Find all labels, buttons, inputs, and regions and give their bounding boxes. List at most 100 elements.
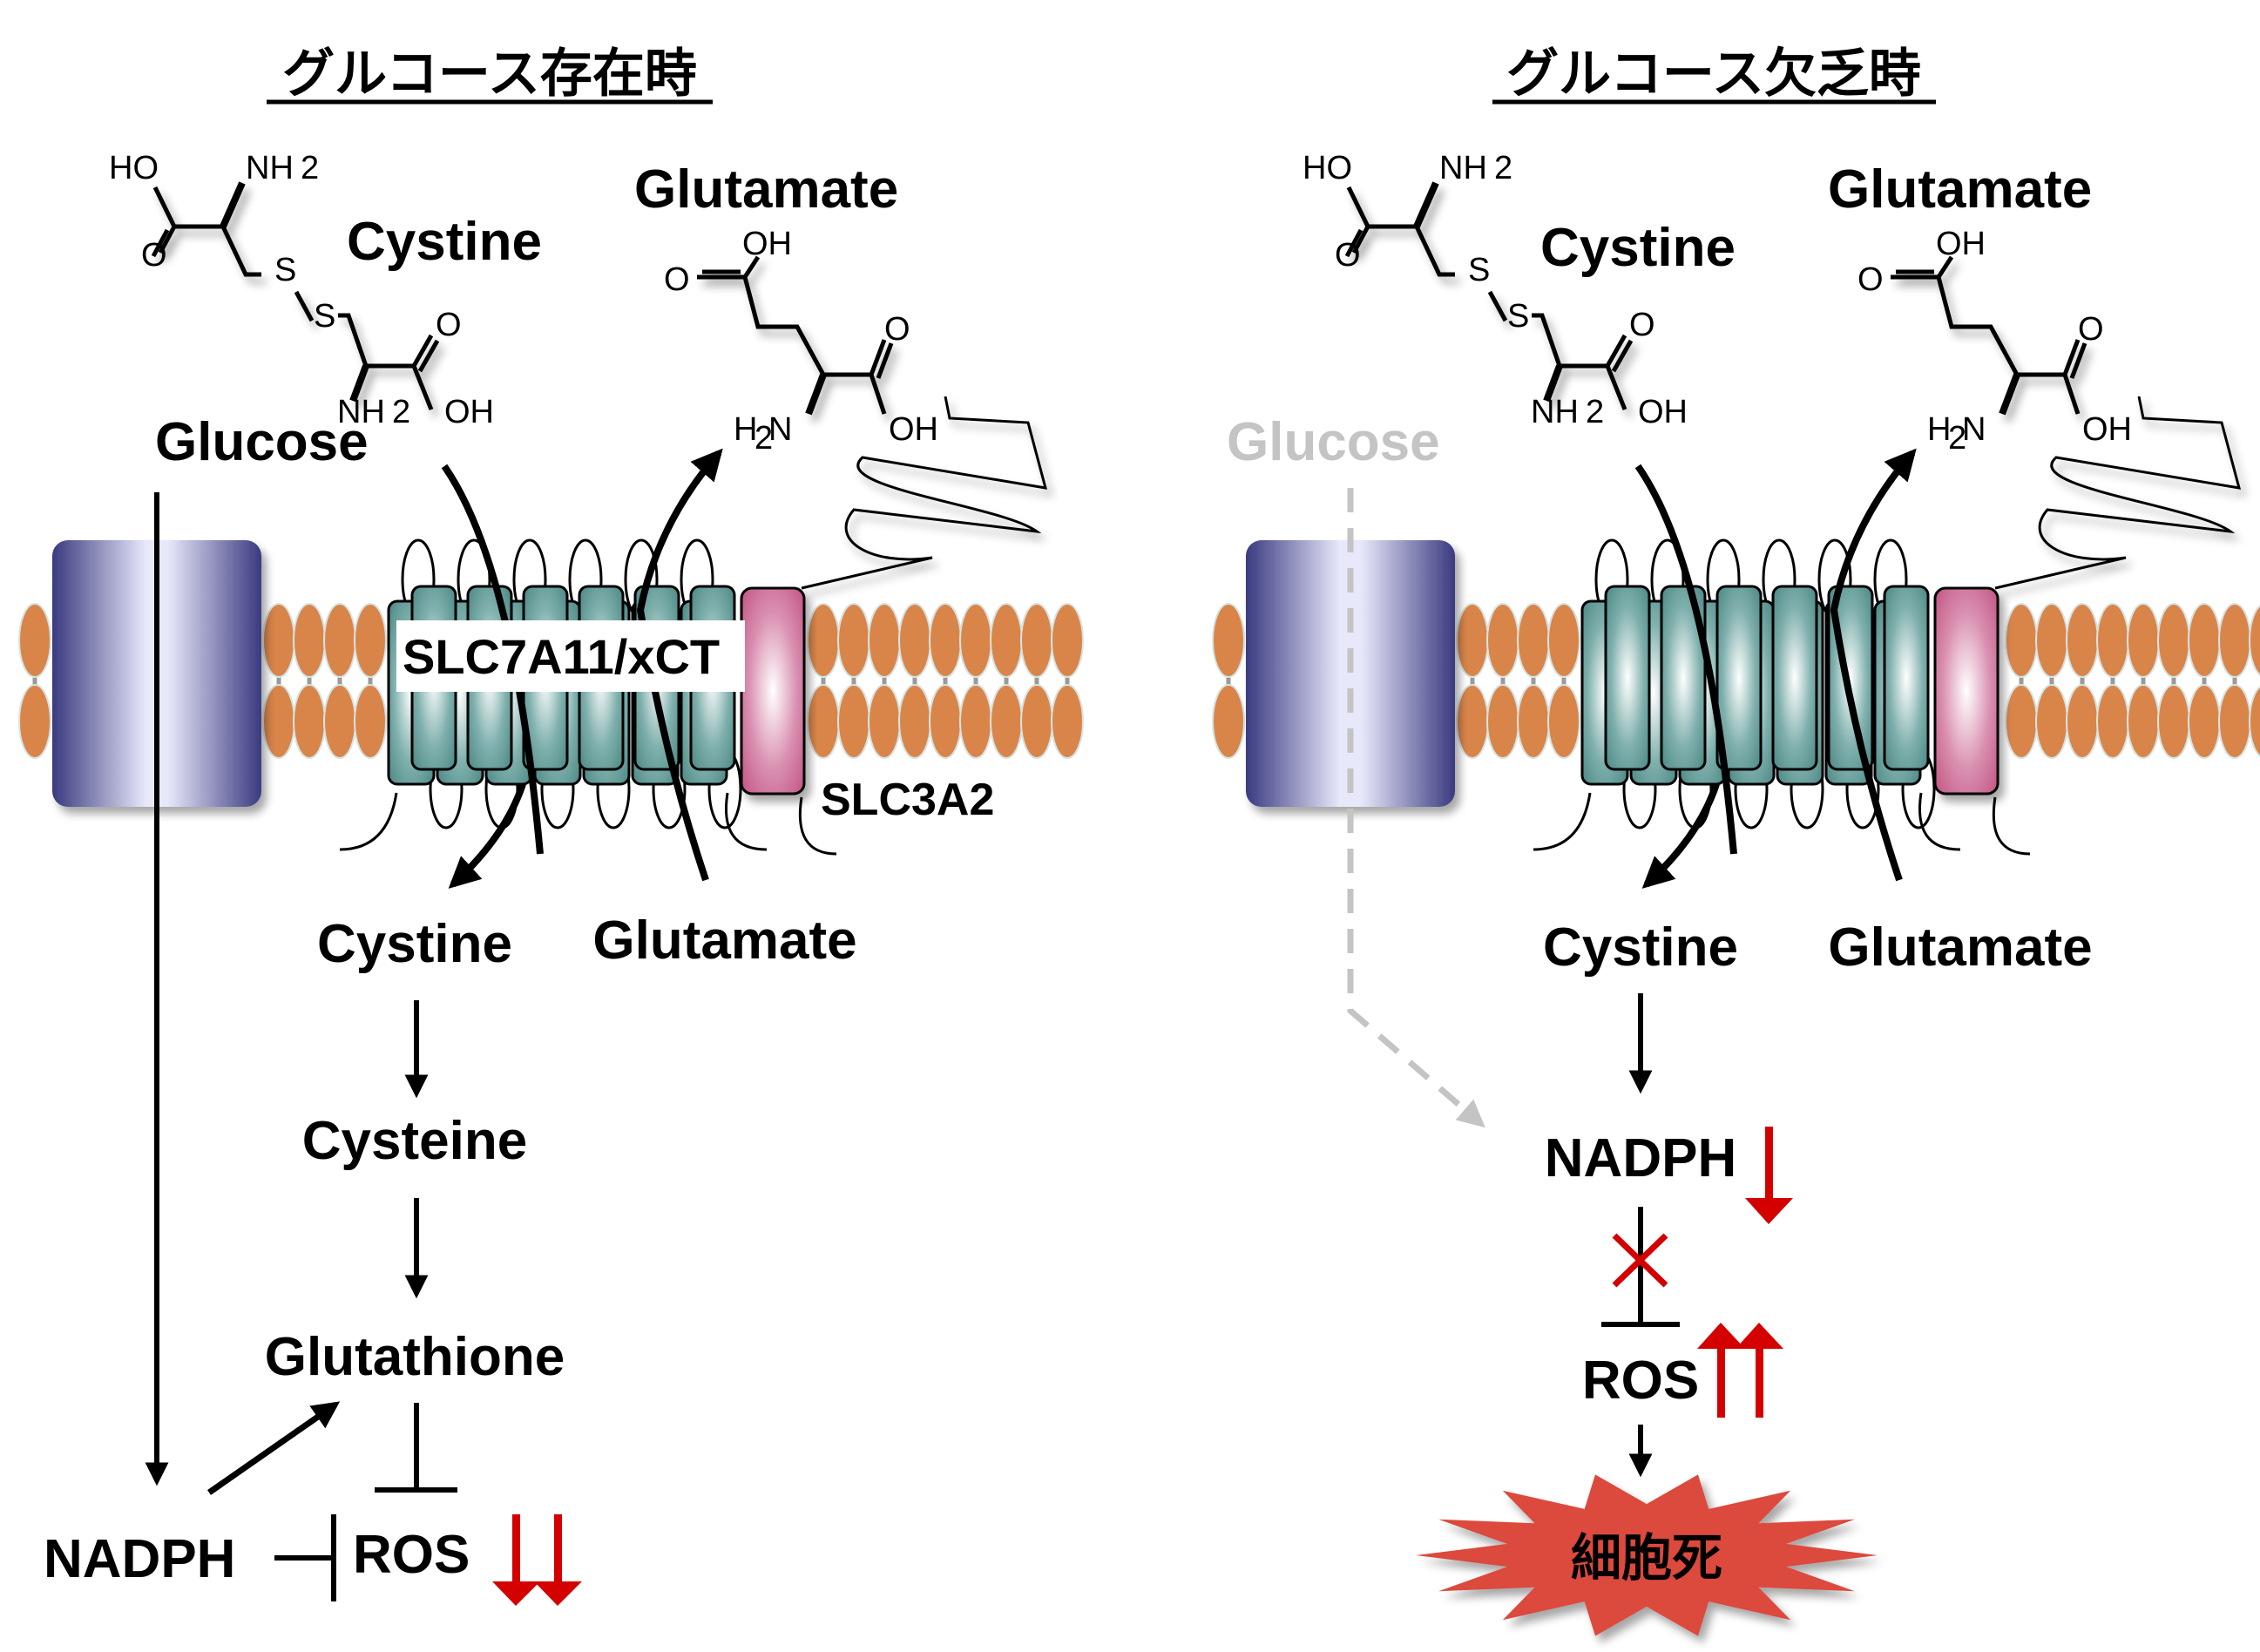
svg-text:O: O [1629, 307, 1655, 343]
lipid [837, 603, 870, 759]
red-down-arrow-shaft [554, 1514, 562, 1584]
red-up-arrow-head [1697, 1323, 1745, 1349]
cystine-influx-arrow-upper [1634, 464, 1737, 855]
lipid [990, 603, 1023, 759]
svg-text:O: O [141, 237, 167, 274]
svg-text:S: S [314, 298, 335, 335]
svg-text:2: 2 [1494, 150, 1512, 186]
svg-text:N: N [1962, 411, 1986, 448]
glutamate-label-outside: Glutamate [1828, 159, 2092, 220]
red-up-arrow-shaft [1717, 1346, 1725, 1418]
cystine-structure [151, 181, 440, 410]
glutamate-atom-labels: OH O O H 2 N OH [1857, 226, 2132, 457]
transporter-label-box [396, 620, 745, 692]
cystine-influx-arrow-upper [441, 464, 544, 855]
cystine-label-outside: Cystine [1540, 218, 1736, 278]
lipid [2218, 603, 2251, 759]
svg-text:HO: HO [1303, 150, 1352, 186]
glucose-label-faded: Glucose [1227, 412, 1440, 472]
lipid [2157, 603, 2190, 759]
slc3a2-label: SLC3A2 [821, 775, 994, 825]
terminal-tail [725, 792, 768, 851]
transmembrane-helix [1604, 585, 1651, 771]
lipid-bilayer [1212, 603, 2260, 759]
lipid [1212, 603, 1245, 759]
blocked-x-icon [1612, 1233, 1668, 1288]
cystine-label-outside: Cystine [347, 212, 542, 272]
cystine-label-inside: Cystine [317, 914, 512, 974]
glutamate-structure [1891, 255, 2087, 416]
transmembrane-helix [1660, 585, 1707, 771]
svg-text:H: H [734, 411, 757, 448]
svg-text:OH: OH [742, 226, 792, 262]
cysteine-label: Cysteine [302, 1111, 527, 1171]
panel-glucose-deprived: グルコース欠乏時 HO NH 2 O S S O NH 2 [1212, 44, 2260, 1636]
svg-text:OH: OH [889, 411, 938, 448]
ros-increase-indicator [1697, 1323, 1783, 1418]
svg-text:S: S [1468, 252, 1490, 288]
red-down-arrow-shaft [512, 1514, 520, 1584]
svg-text:S: S [274, 252, 296, 288]
cystine-atom-labels: HO NH 2 O S S O NH 2 OH [109, 150, 494, 430]
nadph-to-glutathione-arrow [206, 1401, 341, 1495]
panel-title: グルコース存在時 [282, 44, 697, 105]
lipid [2188, 603, 2221, 759]
svg-text:2: 2 [1586, 394, 1604, 430]
svg-text:O: O [1335, 237, 1361, 274]
panel-glucose-present: グルコース存在時 HO NH 2 O S S O NH 2 OH Cystine… [18, 44, 1084, 1606]
glucose-transporter [1246, 540, 1455, 807]
ros-label: ROS [1582, 1351, 1699, 1411]
lipid [2096, 603, 2129, 759]
transmembrane-helix [1883, 585, 1930, 771]
svg-text:O: O [884, 311, 910, 348]
lipid [1051, 603, 1084, 759]
glutamate-label-outside: Glutamate [634, 159, 898, 220]
glutamate-atom-labels: OH O O H 2 N OH [664, 226, 938, 457]
transporter-label: SLC7A11/xCT [403, 629, 720, 684]
glutamate-structure [697, 255, 894, 416]
svg-text:OH: OH [1936, 226, 1986, 262]
glutamate-efflux-arrow [636, 448, 723, 882]
terminal-tail [1533, 792, 1592, 851]
red-down-arrow-head [492, 1581, 540, 1606]
cystine-structure [1344, 181, 1634, 410]
red-up-arrow-head [1736, 1323, 1783, 1349]
slc3a2-protein [740, 586, 806, 796]
svg-text:OH: OH [2082, 411, 2132, 448]
lipid [807, 603, 840, 759]
nadph-label: NADPH [44, 1529, 235, 1589]
glucose-to-nadph-dashed-arrow [1347, 488, 1485, 1128]
lipid [2249, 605, 2260, 757]
nadph-label: NADPH [1545, 1128, 1736, 1188]
svg-text:S: S [1507, 298, 1529, 335]
slc3a2-extracellular-domain [1994, 396, 2242, 590]
lipid [868, 603, 901, 759]
terminal-tail [1992, 796, 2031, 856]
cystine-influx-arrow [1641, 782, 1720, 889]
lipid [1486, 603, 1519, 759]
lipid [262, 603, 295, 759]
lipid [2035, 603, 2068, 759]
lipid [18, 603, 51, 759]
glutathione-label: Glutathione [265, 1327, 565, 1387]
nadph-decrease-indicator [1745, 1127, 1793, 1224]
lipid-bilayer [18, 603, 1084, 759]
svg-text:N: N [768, 411, 792, 448]
svg-text:H: H [1927, 411, 1951, 448]
svg-text:OH: OH [1638, 394, 1688, 430]
glutamate-label-inside: Glutamate [1828, 917, 2092, 978]
svg-text:O: O [2078, 311, 2104, 348]
slc3a2-extracellular-domain [801, 396, 1048, 590]
ros-label: ROS [353, 1525, 470, 1585]
lipid [293, 603, 326, 759]
lipid [929, 603, 962, 759]
terminal-tail [798, 796, 837, 856]
lipid [1020, 603, 1053, 759]
lipid [1456, 603, 1489, 759]
svg-text:NH: NH [246, 150, 294, 186]
svg-text:O: O [664, 261, 690, 298]
glutamate-efflux-arrow [1830, 448, 1917, 882]
lipid [323, 603, 356, 759]
svg-text:2: 2 [392, 394, 410, 430]
